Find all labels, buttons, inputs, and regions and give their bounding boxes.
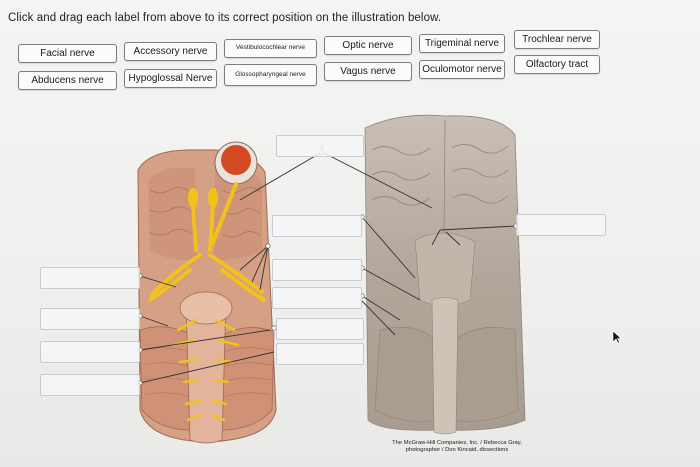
drop-target-2[interactable] [272,215,362,237]
drop-target-5[interactable] [272,287,362,309]
drawn-brain-inferior-view [137,141,277,444]
drop-target-3[interactable] [40,267,140,289]
label-oculomotor-nerve[interactable]: Oculomotor nerve [419,60,505,79]
specimen-photo [364,114,526,435]
credit-line-2: photographer / Don Kincaid, dissections [405,446,509,453]
label-optic-nerve[interactable]: Optic nerve [324,36,412,55]
label-trochlear-nerve[interactable]: Trochlear nerve [514,30,600,49]
label-trigeminal-nerve[interactable]: Trigeminal nerve [419,34,505,53]
label-olfactory-tract[interactable]: Olfactory tract [514,55,600,74]
credit-line-1: The McGraw-Hill Companies, Inc. / Rebecc… [392,440,522,446]
instruction-text: Click and drag each label from above to … [8,12,442,24]
label-vagus-nerve[interactable]: Vagus nerve [324,62,412,81]
image-credit: The McGraw-Hill Companies, Inc. / Rebecc… [372,440,542,454]
label-accessory-nerve[interactable]: Accessory nerve [124,42,217,61]
label-hypoglossal-nerve[interactable]: Hypoglossal Nerve [124,69,217,88]
drop-target-9[interactable] [276,343,364,365]
drop-target-7[interactable] [276,318,364,340]
drop-target-10[interactable] [40,374,140,396]
label-glossopharyngeal-nerve[interactable]: Glossopharyngeal nerve [224,64,317,86]
arrow-cursor-icon [612,330,622,344]
label-vestibulocochlear-nerve[interactable]: Vestibulocochlear nerve [224,39,317,58]
drop-target-6[interactable] [40,308,140,330]
drop-target-8[interactable] [40,341,140,363]
drop-target-4[interactable] [272,259,362,281]
label-facial-nerve[interactable]: Facial nerve [18,44,117,63]
label-abducens-nerve[interactable]: Abducens nerve [18,71,117,90]
drop-target-11[interactable] [516,214,606,236]
drop-target-1[interactable] [276,135,364,157]
leader-lines [139,145,517,384]
